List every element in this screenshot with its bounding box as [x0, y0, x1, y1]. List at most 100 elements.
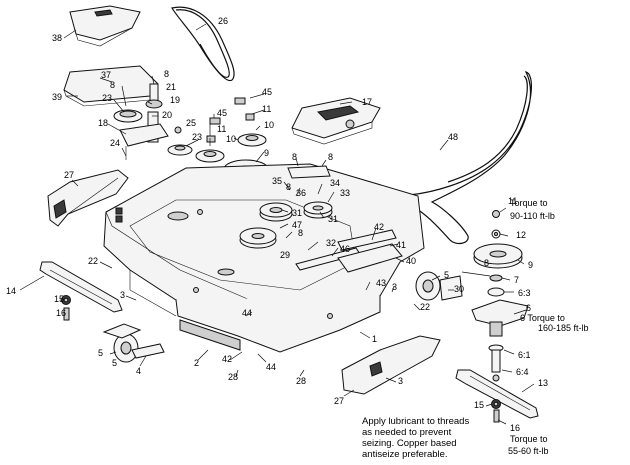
label-21: 21 — [166, 82, 176, 92]
label-23-left: 23 — [102, 93, 112, 103]
label-26: 26 — [218, 16, 228, 26]
label-33: 33 — [340, 188, 350, 198]
label-8-a: 8 — [292, 152, 297, 162]
label-44-top: 44 — [242, 308, 252, 318]
label-37: 37 — [101, 70, 111, 80]
label-12: 12 — [516, 230, 526, 240]
label-46: 46 — [340, 244, 350, 254]
label-8-left: 8 — [110, 80, 115, 90]
roller-40 — [337, 243, 403, 273]
pulley-10-right — [237, 133, 267, 147]
torque-11-line2: 90-110 ft-lb — [510, 211, 555, 221]
blade-13 — [455, 369, 539, 419]
belt-26 — [171, 6, 235, 82]
label-39: 39 — [52, 92, 62, 102]
torque-16-line2: 55-60 ft-lb — [508, 446, 549, 456]
label-19: 19 — [170, 95, 180, 105]
label-5-left-b: 5 — [112, 358, 117, 368]
hardware-bolts — [174, 97, 255, 143]
label-8-c: 8 — [286, 182, 291, 192]
label-47: 47 — [292, 220, 302, 230]
label-14: 14 — [6, 286, 16, 296]
label-16-left: 16 — [56, 308, 66, 318]
torque-16-line1: Torque to — [510, 434, 548, 444]
label-23: 23 — [192, 132, 202, 142]
spindle-bolt-right — [491, 399, 501, 423]
label-42-left: 42 — [222, 354, 232, 364]
label-6-3: 6:3 — [518, 288, 531, 298]
torque-6-line1: 6 Torque to — [520, 313, 565, 323]
label-3-right: 3 — [392, 282, 397, 292]
label-27-left: 27 — [64, 170, 74, 180]
label-45: 45 — [217, 108, 227, 118]
discharge-guard-27-right — [341, 335, 441, 395]
lubricant-note-line3: seizing. Copper based — [362, 438, 457, 449]
label-6: 6 — [526, 303, 531, 313]
pulley-10-left — [195, 149, 225, 163]
label-25: 25 — [186, 118, 196, 128]
label-29: 29 — [280, 250, 290, 260]
label-22-right: 22 — [420, 302, 430, 312]
label-10-left: 10 — [226, 134, 236, 144]
label-32: 32 — [326, 238, 336, 248]
label-44: 44 — [266, 362, 276, 372]
label-8-d: 8 — [298, 228, 303, 238]
label-28-right: 28 — [296, 376, 306, 386]
label-3-bottom: 3 — [398, 376, 403, 386]
label-15-left: 15 — [54, 294, 64, 304]
lubricant-note-line4: antiseize preferable. — [362, 449, 448, 460]
label-35: 35 — [272, 176, 282, 186]
label-5-right: 5 — [444, 270, 449, 280]
label-18: 18 — [98, 118, 108, 128]
idler-arm-assembly — [113, 83, 169, 160]
spindle-parts-left — [61, 295, 71, 321]
label-16-right: 16 — [510, 423, 520, 433]
label-31-a: 31 — [292, 208, 302, 218]
lubricant-note-line1: Apply lubricant to threads — [362, 416, 469, 427]
label-40: 40 — [406, 256, 416, 266]
label-11-top: 11 — [262, 104, 271, 114]
label-11-right: 11 — [508, 196, 517, 206]
spindle-assembly-right — [471, 210, 529, 382]
torque-6-line2: 160-185 ft-lb — [538, 323, 589, 333]
label-24: 24 — [110, 138, 120, 148]
label-22-left: 22 — [88, 256, 98, 266]
label-38: 38 — [52, 33, 62, 43]
label-30: 30 — [454, 284, 464, 294]
label-1: 1 — [372, 334, 377, 344]
label-13: 13 — [538, 378, 548, 388]
label-17: 17 — [362, 97, 372, 107]
roller-4 — [131, 343, 165, 359]
bracket-8-34 — [287, 165, 397, 271]
discharge-guard-27-left — [47, 169, 129, 227]
label-36: 36 — [296, 188, 306, 198]
label-11: 11 — [217, 124, 226, 134]
label-10-right: 10 — [264, 120, 274, 130]
center-pulley-stack — [239, 201, 333, 249]
label-3-left: 3 — [120, 290, 125, 300]
label-27-right: 27 — [334, 396, 344, 406]
lubricant-note-line2: as needed to prevent — [362, 427, 452, 438]
label-45-top: 45 — [262, 87, 272, 97]
pulley-23 — [167, 144, 193, 156]
torque-11-line1: Torque to — [510, 198, 548, 208]
belt-cover-38 — [69, 5, 141, 47]
label-42-right: 42 — [374, 222, 384, 232]
part-labels: 38 26 39 37 8 8 21 23 19 20 18 24 45 11 … — [6, 16, 589, 460]
label-48: 48 — [448, 132, 458, 142]
label-8-top: 8 — [164, 69, 169, 79]
leader-lines — [19, 23, 535, 425]
label-15-right: 15 — [474, 400, 484, 410]
label-7: 7 — [514, 275, 519, 285]
label-34: 34 — [330, 178, 340, 188]
blade-14 — [39, 261, 123, 313]
label-9-top: 9 — [264, 148, 269, 158]
label-2: 2 — [194, 358, 199, 368]
mower-deck-body — [103, 163, 425, 353]
label-6-1: 6:1 — [518, 350, 531, 360]
label-8-b: 8 — [328, 152, 333, 162]
label-6-4: 6:4 — [516, 367, 529, 377]
label-31-b: 31 — [328, 214, 338, 224]
label-43: 43 — [376, 278, 386, 288]
